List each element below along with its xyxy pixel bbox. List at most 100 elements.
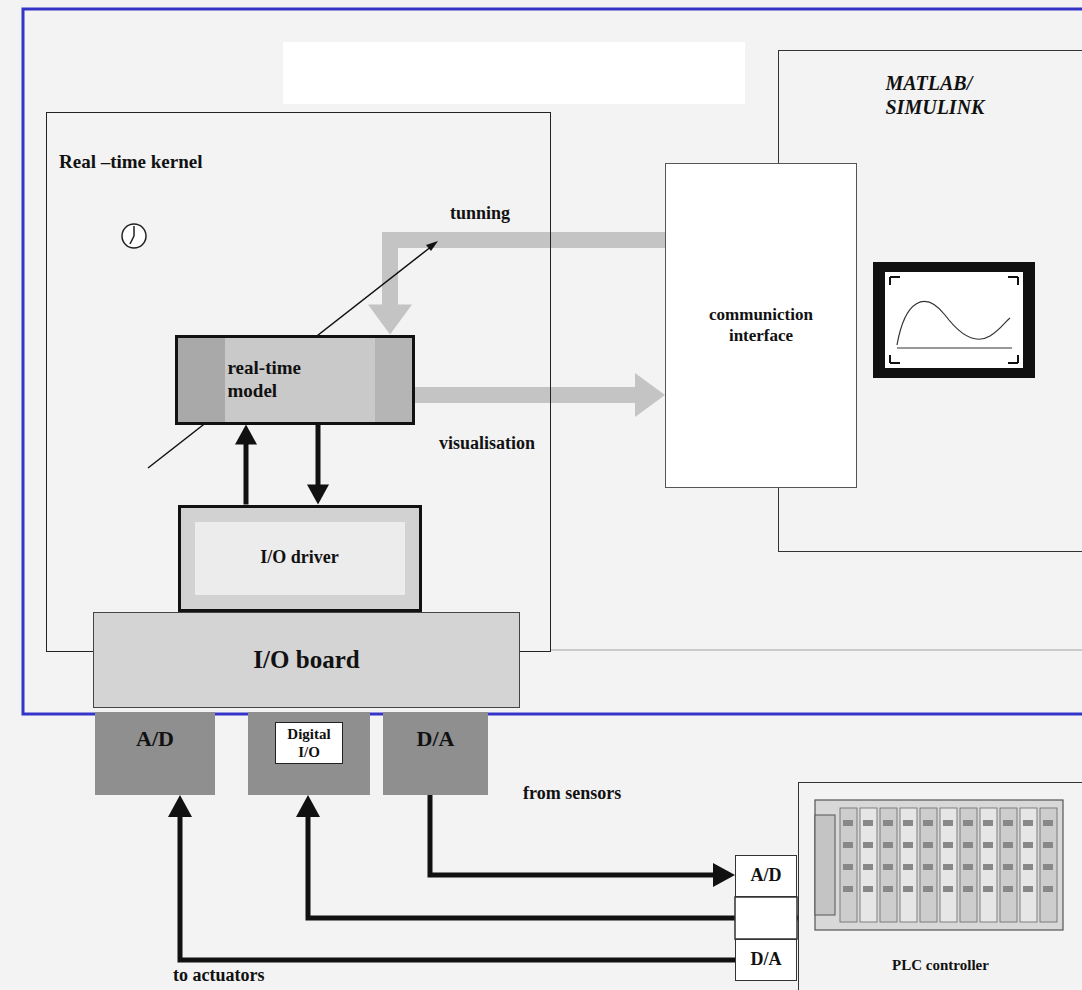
- node-label: Real –time kernel: [59, 151, 203, 174]
- model-box: real-time model: [175, 335, 415, 425]
- node-label: I/O driver: [260, 547, 339, 569]
- edge-label: tunning: [447, 203, 513, 224]
- plc-module: [940, 808, 957, 922]
- plc-terminal: [923, 864, 933, 870]
- node-label: real-time model: [228, 357, 348, 403]
- plc-terminal: [883, 842, 893, 848]
- edge-label: visualisation: [436, 433, 538, 454]
- node-label: A/D: [136, 726, 174, 752]
- arrow-head: [635, 373, 665, 417]
- plc-module: [980, 808, 997, 922]
- title-patch: [283, 42, 745, 104]
- plc-terminal: [863, 842, 873, 848]
- port-box: A/D: [95, 712, 215, 795]
- plc-terminal: [943, 864, 953, 870]
- screen-icon: [873, 262, 1035, 378]
- connector-arrow: [430, 795, 735, 887]
- connector-line: [244, 443, 249, 505]
- frame: [23, 9, 1082, 714]
- plc-terminal: [863, 886, 873, 892]
- interface-box: communiction interface: [665, 163, 857, 488]
- node-label: A/D: [751, 865, 782, 887]
- node-label: PLC controller: [892, 956, 989, 974]
- plc-terminal: [943, 842, 953, 848]
- connector-arrow: [368, 240, 665, 335]
- plc-terminal: [1043, 820, 1053, 826]
- digital-port-box: [735, 897, 797, 939]
- arrow-head: [168, 795, 192, 817]
- plc-terminal: [883, 820, 893, 826]
- plc-module: [880, 808, 897, 922]
- plc-port-box: A/D: [735, 855, 797, 897]
- plc-terminal: [843, 842, 853, 848]
- plc-module: [900, 808, 917, 922]
- plc-terminal: [983, 864, 993, 870]
- connector-line: [415, 387, 638, 403]
- edge-label: to actuators: [170, 965, 267, 986]
- clock-icon: [122, 224, 146, 248]
- node-label: communiction interface: [686, 305, 836, 346]
- plc-terminal: [1003, 864, 1013, 870]
- plc-terminal: [983, 886, 993, 892]
- connector-line: [316, 425, 321, 487]
- plc-terminal: [903, 864, 913, 870]
- plc-terminal: [1023, 842, 1033, 848]
- plc-module: [1020, 808, 1037, 922]
- plc-terminal: [943, 886, 953, 892]
- arrow-head: [296, 795, 320, 817]
- plc-terminal: [943, 820, 953, 826]
- plc-illustration: [815, 800, 1063, 930]
- port-box: Digital I/O: [248, 712, 370, 795]
- arrow-head: [235, 425, 257, 445]
- plc-terminal: [923, 820, 933, 826]
- plc-terminal: [963, 886, 973, 892]
- board-box: I/O board: [93, 612, 520, 708]
- edge-label: from sensors: [520, 783, 624, 804]
- connector-arrow: [168, 795, 735, 960]
- plc-terminal: [1043, 842, 1053, 848]
- plc-terminal: [843, 820, 853, 826]
- plc-terminal: [883, 886, 893, 892]
- connector-line: [308, 815, 798, 918]
- connector-line: [390, 240, 665, 307]
- plc-module: [920, 808, 937, 922]
- arrow-head: [307, 485, 329, 505]
- plc-terminal: [903, 886, 913, 892]
- plc-terminal: [1023, 886, 1033, 892]
- plc-terminal: [843, 864, 853, 870]
- plc-terminal: [1023, 820, 1033, 826]
- plc-terminal: [903, 820, 913, 826]
- plc-terminal: [983, 842, 993, 848]
- plc-terminal: [963, 864, 973, 870]
- plc-terminal: [1003, 820, 1013, 826]
- plc-terminal: [903, 842, 913, 848]
- plc-terminal: [863, 820, 873, 826]
- node-label: D/A: [751, 949, 782, 971]
- connector-arrow: [296, 795, 798, 918]
- plc-module: [860, 808, 877, 922]
- plc-terminal: [1003, 886, 1013, 892]
- plc-terminal: [1003, 842, 1013, 848]
- plc-terminal: [923, 842, 933, 848]
- node-label: D/A: [417, 726, 455, 752]
- plc-terminal: [883, 864, 893, 870]
- plc-terminal: [963, 842, 973, 848]
- connector-arrow: [307, 425, 329, 505]
- plc-terminal: [923, 886, 933, 892]
- port-box: D/A: [383, 712, 488, 795]
- connector-arrow: [235, 425, 257, 505]
- plc-terminal: [963, 820, 973, 826]
- plc-module: [960, 808, 977, 922]
- connector-arrow: [415, 373, 666, 417]
- plc-terminal: [1023, 864, 1033, 870]
- plc-module: [1000, 808, 1017, 922]
- plc-terminal: [1043, 886, 1053, 892]
- connector-line: [430, 795, 715, 875]
- connector-line: [180, 815, 735, 960]
- plc-module: [1040, 808, 1057, 922]
- driver-box: I/O driver: [178, 505, 422, 612]
- node-label: Digital I/O: [275, 722, 343, 764]
- plc-box: PLC controller: [798, 782, 1082, 990]
- plc-terminal: [863, 864, 873, 870]
